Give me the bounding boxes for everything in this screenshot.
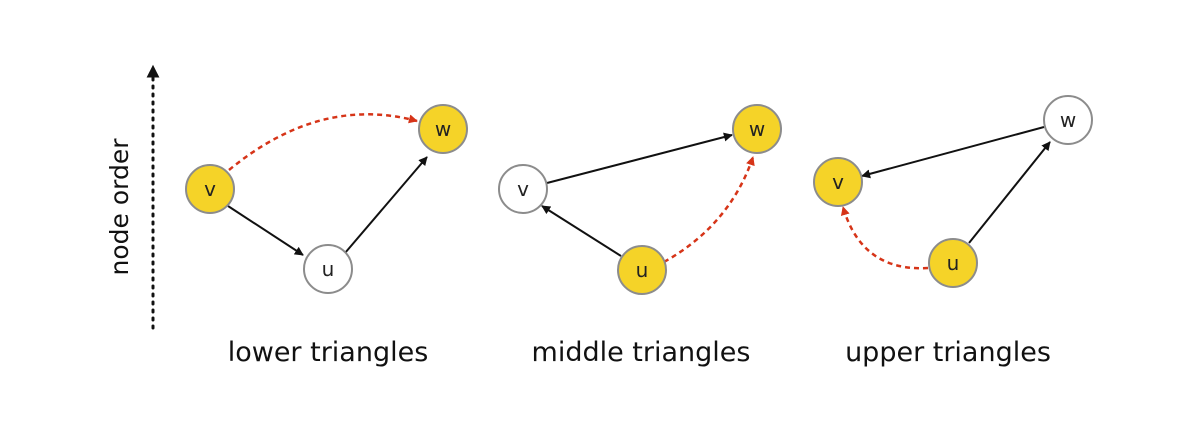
node-u-circle [928, 238, 978, 288]
node-v-label: v [832, 170, 844, 194]
caption-upper-triangles: upper triangles [845, 337, 1051, 368]
node-u: u [928, 238, 978, 288]
edge-u-to-w [344, 156, 428, 254]
node-w: w [1043, 95, 1093, 145]
panel-lower-triangles: v u w lower triangles [185, 104, 468, 368]
node-w: w [418, 104, 468, 154]
node-v: v [185, 164, 235, 214]
edges [541, 132, 755, 264]
node-v-circle [498, 164, 548, 214]
node-u-label: u [322, 257, 335, 281]
node-u: u [617, 245, 667, 295]
node-u-circle [617, 245, 667, 295]
edges [227, 113, 428, 256]
node-w-circle [732, 104, 782, 154]
node-u-label: u [947, 251, 960, 275]
node-w-label: w [749, 117, 765, 141]
edge-v-to-w [546, 132, 733, 184]
panel-upper-triangles: w v u upper triangles [813, 95, 1093, 368]
node-w-label: w [435, 117, 451, 141]
caption-lower-triangles: lower triangles [228, 337, 429, 368]
node-order-axis: node order [105, 64, 160, 330]
edge-u-to-w-dashed [663, 156, 755, 264]
panel-middle-triangles: v u w middle triangles [498, 104, 782, 368]
edge-u-to-v [541, 205, 622, 257]
node-u: u [303, 244, 353, 294]
node-order-axis-label: node order [105, 138, 134, 276]
node-v-label: v [517, 177, 529, 201]
edge-w-to-v [861, 126, 1045, 179]
edge-u-to-w [968, 141, 1051, 244]
edge-u-to-v-dashed [840, 206, 929, 270]
node-v: v [813, 157, 863, 207]
caption-middle-triangles: middle triangles [532, 337, 751, 368]
node-w: w [732, 104, 782, 154]
node-v-circle [185, 164, 235, 214]
edge-v-to-u [227, 205, 304, 256]
node-w-label: w [1060, 108, 1076, 132]
node-u-circle [303, 244, 353, 294]
edge-v-to-w-dashed [228, 113, 418, 171]
node-w-circle [418, 104, 468, 154]
node-u-label: u [636, 258, 649, 282]
node-v-circle [813, 157, 863, 207]
node-w-circle [1043, 95, 1093, 145]
node-v: v [498, 164, 548, 214]
node-v-label: v [204, 177, 216, 201]
edges [840, 126, 1051, 270]
